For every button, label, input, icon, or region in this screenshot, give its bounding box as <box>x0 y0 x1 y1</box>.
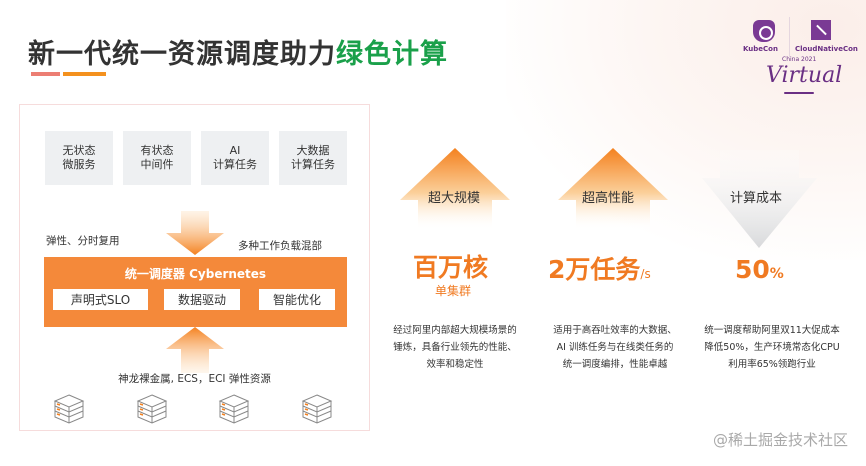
metric-value-unit: /s <box>640 267 651 281</box>
metric-value-performance: 2万任务/s <box>548 250 651 286</box>
metric-sub-scale: 单集群 <box>435 284 472 298</box>
workload-line2: 计算任务 <box>291 158 335 171</box>
metric-value-number: 2万任务 <box>548 255 641 284</box>
arrow-up-icon <box>166 327 224 373</box>
virtual-label: Virtual <box>766 63 843 88</box>
event-label: China 2021 <box>782 56 817 63</box>
feature-declarative-slo: 声明式SLO <box>53 289 148 310</box>
cloudnativecon-label: CloudNativeCon <box>795 45 858 53</box>
kubecon-label: KubeCon <box>743 45 778 53</box>
kubecon-logo: KubeCon CloudNativeCon China 2021 Virtua… <box>740 15 858 105</box>
metric-value-unit: % <box>769 266 784 282</box>
cloudnativecon-icon <box>811 20 831 40</box>
cost-down-arrow-icon <box>702 150 817 248</box>
mixed-workload-label: 多种工作负载混部 <box>238 240 322 252</box>
server-icon <box>301 394 333 424</box>
metric-value-scale: 百万核 <box>413 253 489 282</box>
metric-label-cost: 计算成本 <box>730 191 783 206</box>
metric-desc-scale: 经过阿里内部超大规模场景的锤炼，具备行业领先的性能、效率和稳定性 <box>393 325 517 370</box>
metric-value-cost: 50% <box>735 255 784 284</box>
workload-line2: 计算任务 <box>213 158 257 171</box>
workload-line1: 大数据 <box>296 144 330 157</box>
title-underline-orange <box>63 72 106 76</box>
elastic-label: 弹性、分时复用 <box>46 235 120 247</box>
server-icon <box>136 394 168 424</box>
metric-label-performance: 超高性能 <box>582 191 635 206</box>
kubecon-icon <box>753 20 775 42</box>
workload-bigdata: 大数据 计算任务 <box>279 131 347 185</box>
metric-desc-performance: 适用于高吞吐效率的大数据、AI 训练任务与在线类任务的统一调度编排，性能卓越 <box>553 325 677 370</box>
feature-data-driven: 数据驱动 <box>164 289 240 310</box>
architecture-panel: 无状态 微服务 有状态 中间件 AI 计算任务 大数据 计算任务 弹性、分时复用… <box>19 104 370 431</box>
page-title: 新一代统一资源调度助力绿色计算 <box>28 32 448 71</box>
scheduler-title: 统一调度器 Cybernetes <box>124 267 267 281</box>
server-icon <box>218 394 250 424</box>
metric-value-number: 50 <box>735 255 770 284</box>
arrow-down-icon <box>166 211 224 255</box>
title-underline-red <box>31 72 60 76</box>
workload-line1: 无状态 <box>62 144 96 157</box>
watermark: @稀土掘金技术社区 <box>712 431 848 449</box>
workload-stateless: 无状态 微服务 <box>45 131 113 185</box>
virtual-underline <box>784 92 814 94</box>
performance-up-arrow-icon <box>558 148 668 230</box>
metric-label-scale: 超大规模 <box>428 191 481 206</box>
title-main: 新一代统一资源调度助力 <box>28 39 336 70</box>
workload-line2: 微服务 <box>62 158 96 171</box>
scale-up-arrow-icon <box>400 148 510 230</box>
resources-label: 神龙裸金属, ECS，ECI 弹性资源 <box>118 373 271 385</box>
workload-line1: AI <box>229 144 241 157</box>
logo-divider <box>789 17 790 57</box>
workload-ai: AI 计算任务 <box>201 131 269 185</box>
workload-line2: 中间件 <box>140 158 174 171</box>
workload-stateful: 有状态 中间件 <box>123 131 191 185</box>
title-highlight: 绿色计算 <box>336 39 448 70</box>
metric-desc-cost: 统一调度帮助阿里双11大促成本降低50%，生产环境常态化CPU利用率65%领跑行… <box>704 325 840 370</box>
feature-smart-optimize: 智能优化 <box>259 289 335 310</box>
server-icon <box>53 394 85 424</box>
workload-line1: 有状态 <box>140 144 174 157</box>
scheduler-box: 统一调度器 Cybernetes 声明式SLO 数据驱动 智能优化 <box>44 257 347 327</box>
